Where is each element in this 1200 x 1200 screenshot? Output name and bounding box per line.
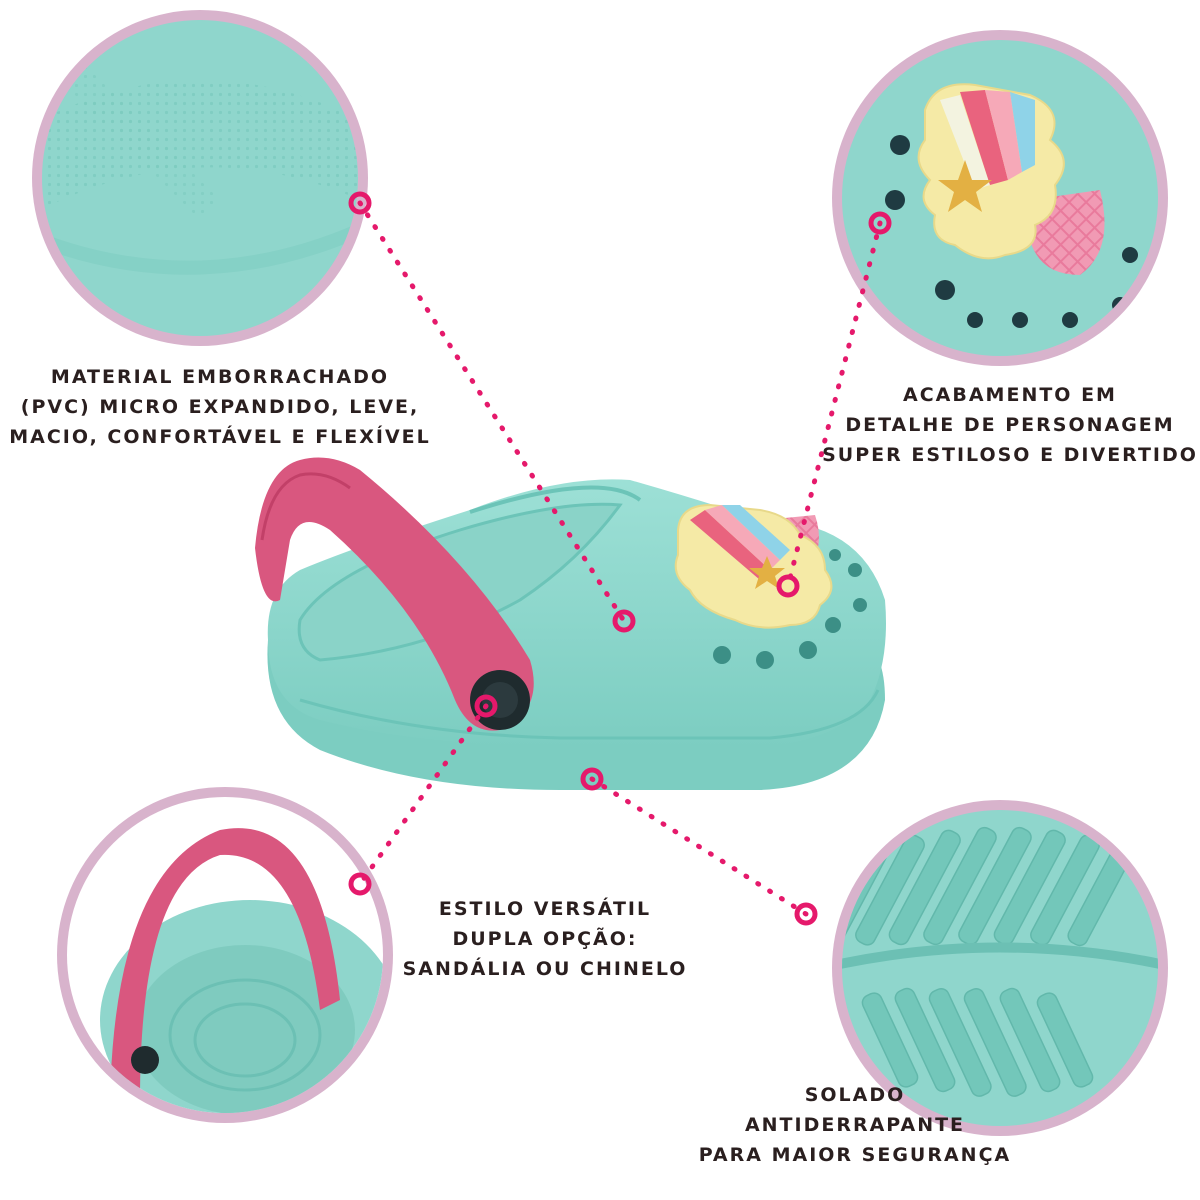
caption-acabamento-line2: DETALHE DE PERSONAGEM: [845, 414, 1175, 436]
caption-material-line1: MATERIAL EMBORRACHADO: [50, 366, 390, 388]
strap-detail: [57, 787, 393, 1123]
caption-estilo-line2: DUPLA OPÇÃO:: [452, 928, 638, 950]
caption-solado-line3: PARA MAIOR SEGURANÇA: [698, 1144, 1012, 1166]
hotspot-material-top: [348, 191, 372, 215]
hotspot-charm-shoe: [776, 574, 800, 598]
sole-detail: [832, 800, 1168, 1136]
hotspot-material-shoe: [612, 609, 636, 633]
caption-estilo: ESTILO VERSÁTIL DUPLA OPÇÃO: SANDÁLIA OU…: [380, 894, 710, 984]
caption-acabamento: ACABAMENTO EM DETALHE DE PERSONAGEM SUPE…: [820, 380, 1200, 470]
hotspot-sole-shoe: [580, 767, 604, 791]
hotspot-sole-bottom: [794, 902, 818, 926]
charm-detail: [832, 30, 1168, 366]
hotspot-strap-shoe: [474, 694, 498, 718]
caption-material-line2: (PVC) MICRO EXPANDIDO, LEVE,: [20, 396, 420, 418]
caption-estilo-line3: SANDÁLIA OU CHINELO: [402, 958, 688, 980]
caption-solado: SOLADO ANTIDERRAPANTE PARA MAIOR SEGURAN…: [660, 1080, 1050, 1170]
caption-estilo-line1: ESTILO VERSÁTIL: [438, 898, 652, 920]
caption-acabamento-line3: SUPER ESTILOSO E DIVERTIDO: [822, 444, 1198, 466]
caption-material: MATERIAL EMBORRACHADO (PVC) MICRO EXPAND…: [0, 362, 440, 452]
hotspot-markers: [348, 191, 892, 926]
caption-material-line3: MACIO, CONFORTÁVEL E FLEXÍVEL: [9, 426, 431, 448]
callout-leaders: [357, 200, 883, 917]
material-texture-detail: [32, 10, 368, 346]
caption-acabamento-line1: ACABAMENTO EM: [903, 384, 1117, 406]
caption-solado-line2: ANTIDERRAPANTE: [744, 1114, 966, 1136]
clog-shoe: [255, 457, 886, 790]
hotspot-charm-top: [868, 211, 892, 235]
caption-solado-line1: SOLADO: [804, 1084, 906, 1106]
hotspot-strap-bottom: [348, 872, 372, 896]
